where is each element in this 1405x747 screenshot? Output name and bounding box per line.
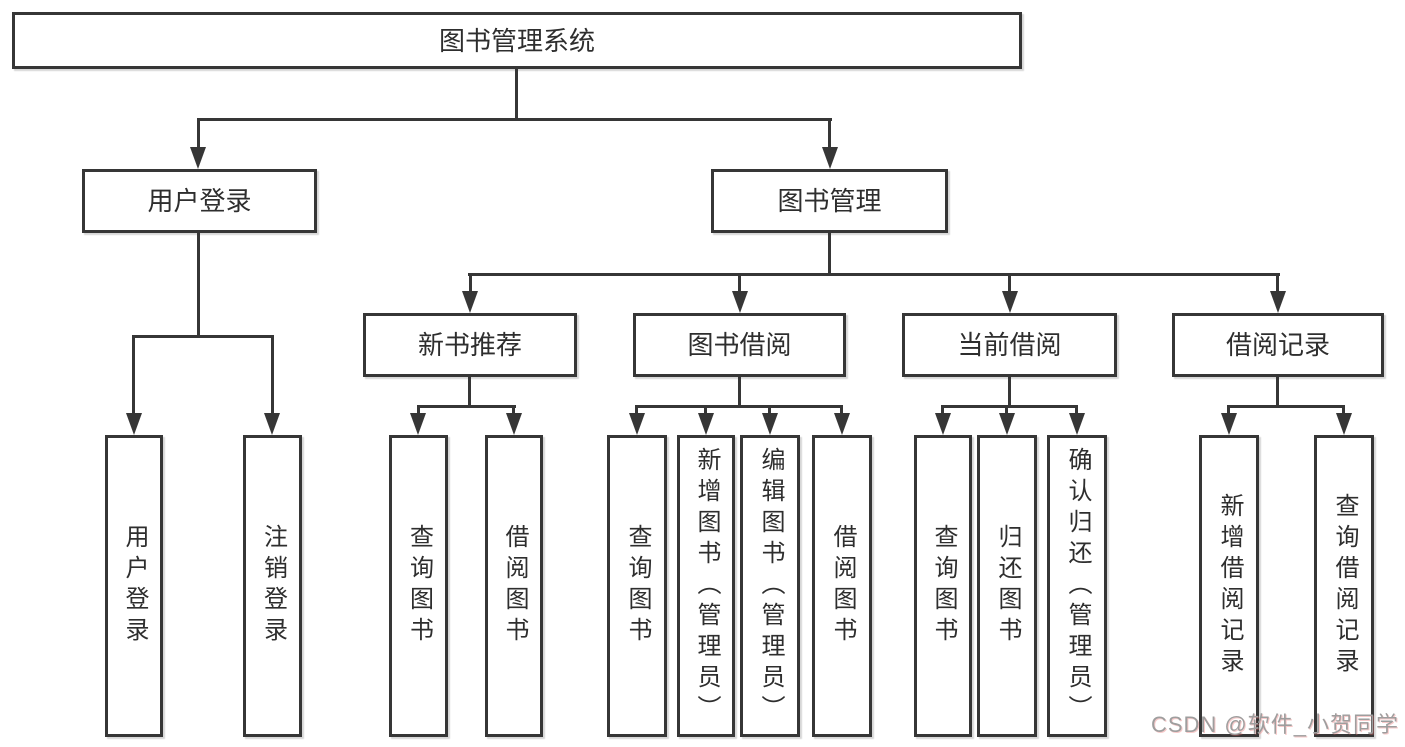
connector-line [197, 233, 200, 335]
arrow-down-icon [1221, 413, 1237, 435]
connector-line [941, 405, 944, 415]
connector-line [1005, 405, 1008, 415]
leaf-add-books-admin: 新增图书（管理员） [677, 435, 735, 737]
connector-line [469, 273, 472, 293]
connector-line [941, 405, 1078, 408]
connector-line [828, 118, 831, 151]
connector-line [840, 405, 843, 415]
csdn-watermark: CSDN @软件_小贺同学 [1150, 712, 1399, 737]
arrow-down-icon [629, 413, 645, 435]
arrow-down-icon [190, 147, 206, 169]
connector-line [1008, 273, 1011, 293]
node-library-management-system: 图书管理系统 [12, 12, 1022, 69]
arrow-down-icon [410, 413, 426, 435]
connector-line [768, 405, 771, 415]
arrow-down-icon [822, 147, 838, 169]
arrow-down-icon [935, 413, 951, 435]
leaf-query-books-recommend: 查询图书 [389, 435, 448, 737]
arrow-down-icon [1069, 413, 1085, 435]
connector-line [197, 118, 200, 151]
arrow-down-icon [999, 413, 1015, 435]
arrow-down-icon [698, 413, 714, 435]
connector-line [1342, 405, 1345, 415]
leaf-query-books-borrowing: 查询图书 [607, 435, 667, 737]
node-new-book-recommend: 新书推荐 [363, 313, 577, 377]
leaf-query-books-current: 查询图书 [914, 435, 972, 737]
connector-line [635, 405, 638, 415]
node-user-login: 用户登录 [82, 169, 317, 233]
node-book-borrowing: 图书借阅 [633, 313, 846, 377]
arrow-down-icon [1270, 291, 1286, 313]
connector-line [1276, 273, 1279, 293]
arrow-down-icon [732, 291, 748, 313]
leaf-return-books: 归还图书 [977, 435, 1037, 737]
connector-line [417, 405, 516, 408]
leaf-logout: 注销登录 [243, 435, 302, 737]
connector-line [468, 377, 471, 405]
connector-line [1227, 405, 1230, 415]
arrow-down-icon [1002, 291, 1018, 313]
arrow-down-icon [126, 413, 142, 435]
connector-line [1075, 405, 1078, 415]
connector-line [515, 69, 518, 118]
arrow-down-icon [1336, 413, 1352, 435]
arrow-down-icon [264, 413, 280, 435]
connector-line [1276, 377, 1279, 405]
leaf-user-login: 用户登录 [105, 435, 163, 737]
leaf-query-borrow-record: 查询借阅记录 [1314, 435, 1374, 737]
connector-line [738, 377, 741, 405]
node-book-management: 图书管理 [711, 169, 948, 233]
connector-line [468, 273, 1280, 276]
connector-line [512, 405, 515, 415]
connector-line [828, 233, 831, 273]
node-borrowing-records: 借阅记录 [1172, 313, 1384, 377]
connector-line [635, 405, 843, 408]
node-current-borrowing: 当前借阅 [902, 313, 1117, 377]
connector-line [1227, 405, 1345, 408]
arrow-down-icon [506, 413, 522, 435]
leaf-borrow-books: 借阅图书 [812, 435, 872, 737]
connector-line [738, 273, 741, 293]
connector-line [197, 118, 832, 121]
connector-line [271, 335, 274, 413]
leaf-confirm-return-admin: 确认归还（管理员） [1047, 435, 1107, 737]
arrow-down-icon [834, 413, 850, 435]
leaf-edit-books-admin: 编辑图书（管理员） [740, 435, 800, 737]
leaf-add-borrow-record: 新增借阅记录 [1199, 435, 1259, 737]
connector-line [132, 335, 135, 413]
connector-line [132, 335, 274, 338]
leaf-borrow-books-recommend: 借阅图书 [485, 435, 543, 737]
arrow-down-icon [462, 291, 478, 313]
arrow-down-icon [762, 413, 778, 435]
connector-line [417, 405, 420, 415]
connector-line [704, 405, 707, 415]
connector-line [1008, 377, 1011, 405]
